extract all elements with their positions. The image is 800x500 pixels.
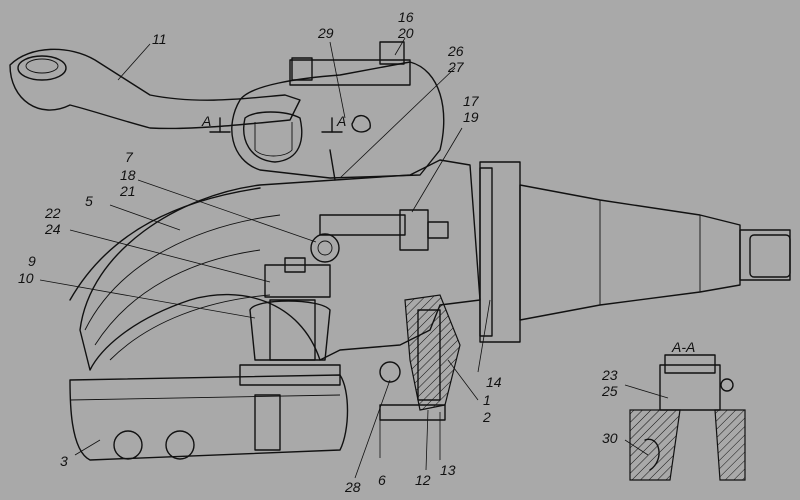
tie-rod-end [69, 364, 349, 461]
callout-24: 24 [44, 221, 61, 237]
callout-18: 18 [120, 167, 136, 183]
callout-30: 30 [602, 430, 618, 446]
callout-20: 20 [397, 25, 414, 41]
callout-25: 25 [601, 383, 618, 399]
lock-nut [310, 233, 340, 263]
callout-19: 19 [463, 109, 479, 125]
callouts: 11 29 16 20 26 27 17 19 7 18 21 5 22 24 … [18, 9, 618, 495]
knuckle-body [69, 159, 481, 371]
section-title: A-A [671, 339, 695, 355]
leader-lines [39, 37, 669, 479]
callout-27: 27 [447, 59, 465, 75]
section-a-a [629, 354, 746, 481]
callout-21: 21 [119, 183, 136, 199]
callout-11: 11 [152, 31, 167, 47]
callout-16: 16 [398, 9, 414, 25]
steering-arm [9, 48, 301, 130]
bolt-28 [379, 361, 401, 383]
section-markers: A A A-A [201, 113, 695, 355]
callout-26: 26 [447, 43, 464, 59]
stop-bolt [319, 209, 449, 251]
callout-2: 2 [482, 409, 491, 425]
callout-5: 5 [85, 193, 93, 209]
section-marker-left: A [201, 113, 211, 129]
callout-1: 1 [483, 392, 491, 408]
callout-14: 14 [486, 374, 502, 390]
callout-28: 28 [344, 479, 361, 495]
ball-pin [249, 257, 331, 361]
stub-axle [479, 161, 791, 343]
callout-12: 12 [415, 472, 431, 488]
callout-29: 29 [317, 25, 334, 41]
callout-6: 6 [378, 472, 386, 488]
lower-pivot-section [379, 294, 461, 421]
callout-17: 17 [463, 93, 480, 109]
callout-7: 7 [125, 149, 134, 165]
callout-22: 22 [44, 205, 61, 221]
callout-9: 9 [28, 253, 36, 269]
upper-pivot-housing [231, 41, 445, 181]
callout-3: 3 [60, 453, 68, 469]
callout-23: 23 [601, 367, 618, 383]
callout-10: 10 [18, 270, 34, 286]
section-marker-right: A [336, 113, 346, 129]
callout-13: 13 [440, 462, 456, 478]
